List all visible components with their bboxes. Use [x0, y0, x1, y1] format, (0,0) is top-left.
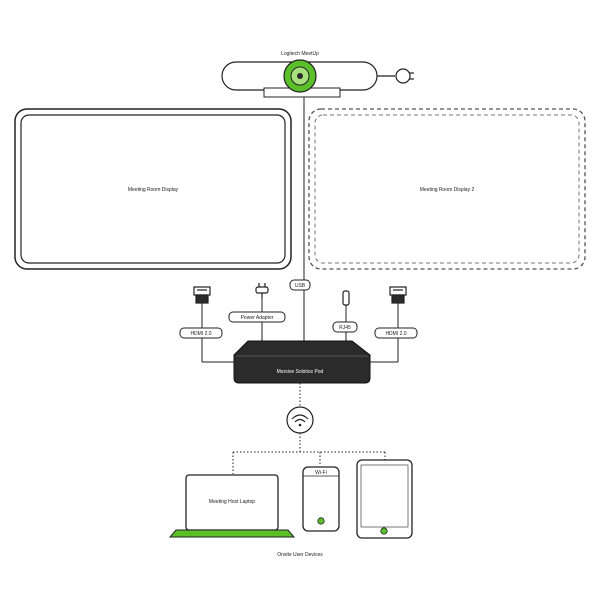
phone-home-button — [317, 517, 325, 525]
tablet-home-button — [380, 527, 388, 535]
meeting-room-display: Meeting Room Display — [14, 108, 292, 270]
ethernet-connector-icon — [342, 290, 350, 306]
phone-device: Wi-Fi — [302, 466, 340, 532]
rj45-label: RJ45 — [339, 325, 351, 331]
hdmi-out-connector-icon — [389, 286, 407, 304]
laptop-device: Meeting Host Laptop — [168, 474, 296, 538]
hdmi-connector-icon — [193, 286, 211, 304]
hdmi-in-label: HDMI 2.0 — [190, 331, 211, 337]
camera-bar: Logitech MeetUp — [221, 51, 414, 98]
phone-label: Wi-Fi — [315, 470, 327, 476]
power-plug-icon — [255, 283, 269, 298]
hdmi-out-tag: HDMI 2.0 — [374, 327, 418, 339]
power-adapter-tag: Power Adapter — [228, 311, 286, 323]
power-adapter-label: Power Adapter — [241, 315, 274, 321]
laptop-label: Meeting Host Laptop — [209, 499, 255, 505]
solstice-pod: Mersive Solstice Pod — [233, 340, 371, 384]
devices-footer-label: Onsite User Devices — [277, 552, 323, 558]
wifi-icon — [286, 406, 314, 434]
hub-label: Mersive Solstice Pod — [277, 369, 324, 375]
rj45-tag: RJ45 — [332, 321, 358, 333]
usb-port-label: USB — [295, 283, 306, 289]
camera-label: Logitech MeetUp — [281, 51, 319, 57]
tablet-device — [356, 459, 413, 539]
hdmi-out-label: HDMI 2.0 — [385, 331, 406, 337]
hdmi-in-tag: HDMI 2.0 — [179, 327, 223, 339]
display1-label: Meeting Room Display — [128, 187, 179, 193]
meeting-room-display-2: Meeting Room Display 2 — [308, 108, 586, 270]
display2-label: Meeting Room Display 2 — [420, 187, 475, 193]
usb-port-tag: USB — [289, 279, 311, 291]
plug-icon — [377, 68, 414, 84]
